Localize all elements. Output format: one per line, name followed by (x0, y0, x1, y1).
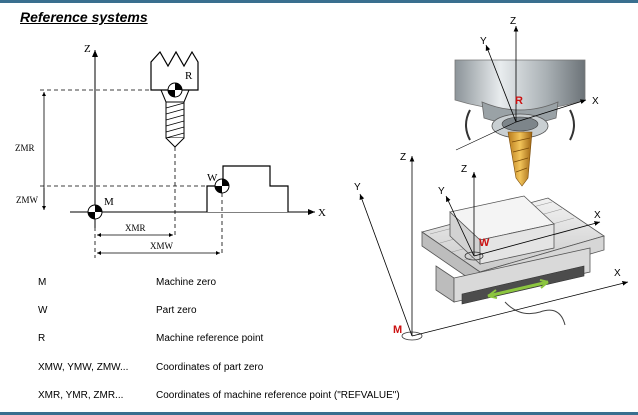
part-w-label: W (479, 237, 490, 249)
point-r-label-2d: R (185, 70, 193, 82)
machine-x-label: X (614, 268, 621, 279)
spindle-y-label: Y (480, 36, 487, 47)
tool-flutes (165, 102, 185, 139)
part-x-label: X (594, 210, 601, 221)
legend-description: Coordinates of part zero (156, 362, 264, 373)
machine-x-axis (411, 281, 629, 337)
machine-m-label: M (393, 324, 402, 336)
part-z-label: Z (461, 164, 467, 175)
milling-tool (507, 131, 533, 187)
page-title: Reference systems (20, 9, 148, 25)
spindle-x-axis (515, 99, 587, 123)
part-x-axis (473, 221, 601, 257)
legend-description: Part zero (156, 305, 197, 316)
legend-symbol: W (38, 305, 48, 316)
bottom-border (0, 412, 638, 415)
x-axis-label-2d: X (318, 207, 326, 219)
legend-description: Machine zero (156, 277, 217, 288)
spindle-x-label: X (592, 96, 599, 107)
dim-xmr-label: XMR (125, 223, 146, 233)
machine-y-label: Y (354, 182, 361, 193)
legend-symbol: M (38, 277, 47, 288)
spindle-r-label: R (515, 95, 523, 107)
legend-symbol: XMW, YMW, ZMW... (38, 362, 129, 373)
legend-description: Coordinates of machine reference point (… (156, 390, 400, 401)
dim-xmw-label: XMW (150, 241, 174, 251)
legend-symbol: R (38, 333, 46, 344)
dim-zmr-label: ZMR (15, 143, 35, 153)
point-w-label-2d: W (207, 172, 218, 184)
legend-symbol: XMR, YMR, ZMR... (38, 390, 124, 401)
part-y-label: Y (438, 186, 445, 197)
table-z-label: Z (400, 152, 406, 163)
table-travel-indicator (487, 280, 549, 298)
spindle-z-label: Z (510, 16, 516, 27)
top-border (0, 0, 638, 3)
point-m-label-2d: M (104, 196, 114, 208)
part-y-axis (445, 195, 475, 257)
z-axis-label-2d: Z (84, 43, 91, 55)
spindle-y-axis (485, 44, 517, 123)
dim-zmw-label: ZMW (16, 195, 39, 205)
legend-description: Machine reference point (156, 333, 264, 344)
machine-y-axis (359, 193, 413, 337)
